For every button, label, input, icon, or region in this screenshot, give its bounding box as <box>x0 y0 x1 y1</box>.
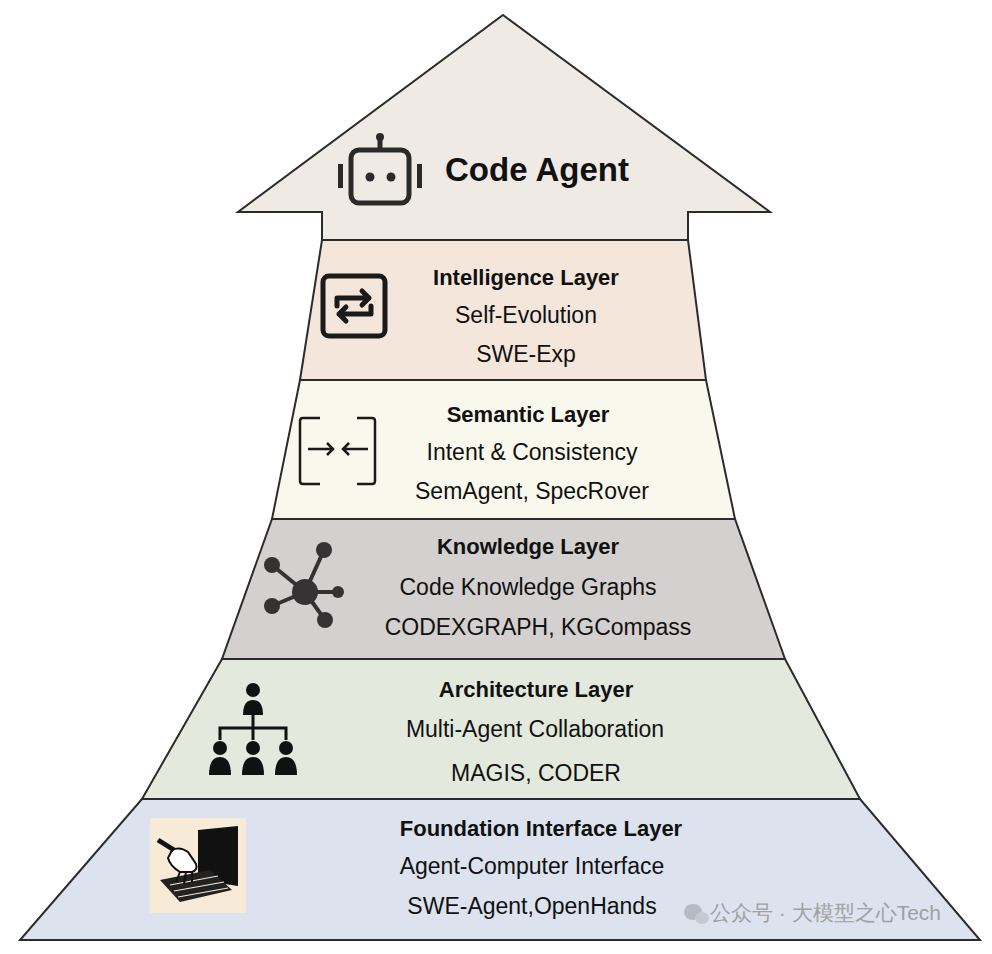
layer-title: Knowledge Layer <box>437 534 619 560</box>
consistency-icon <box>300 418 375 484</box>
layer-text: SWE-Exp <box>476 341 576 369</box>
layer-band: Semantic LayerIntent & ConsistencySemAge… <box>272 380 735 519</box>
evolution-icon <box>323 276 385 336</box>
band-outline <box>238 15 770 240</box>
robot-icon <box>338 133 422 203</box>
layer-text: Multi-Agent Collaboration <box>406 716 664 744</box>
layer-text: MAGIS, CODER <box>451 760 621 788</box>
layer-title: Semantic Layer <box>447 402 610 428</box>
layer-title: Code Agent <box>445 150 629 190</box>
graph-icon <box>264 542 344 628</box>
org-chart-icon <box>209 683 297 775</box>
computer-hand-icon <box>150 818 246 913</box>
layer-title: Foundation Interface Layer <box>400 816 682 842</box>
watermark-icon <box>684 904 709 924</box>
layer-text: Self-Evolution <box>455 302 597 330</box>
layer-title: Intelligence Layer <box>433 265 619 291</box>
watermark: 公众号 · 大模型之心Tech <box>710 900 941 925</box>
layer-text: Code Knowledge Graphs <box>400 574 657 602</box>
layer-text: CODEXGRAPH, KGCompass <box>385 614 692 642</box>
layer-text: SemAgent, SpecRover <box>415 478 649 506</box>
layer-text: Intent & Consistency <box>427 439 638 467</box>
layer-text: Agent-Computer Interface <box>400 853 665 881</box>
layer-text: SWE-Agent,OpenHands <box>407 893 656 921</box>
layer-title: Architecture Layer <box>439 677 633 703</box>
arrow-head: Code Agent <box>238 15 770 240</box>
layer-band: Intelligence LayerSelf-EvolutionSWE-Exp <box>300 240 706 380</box>
